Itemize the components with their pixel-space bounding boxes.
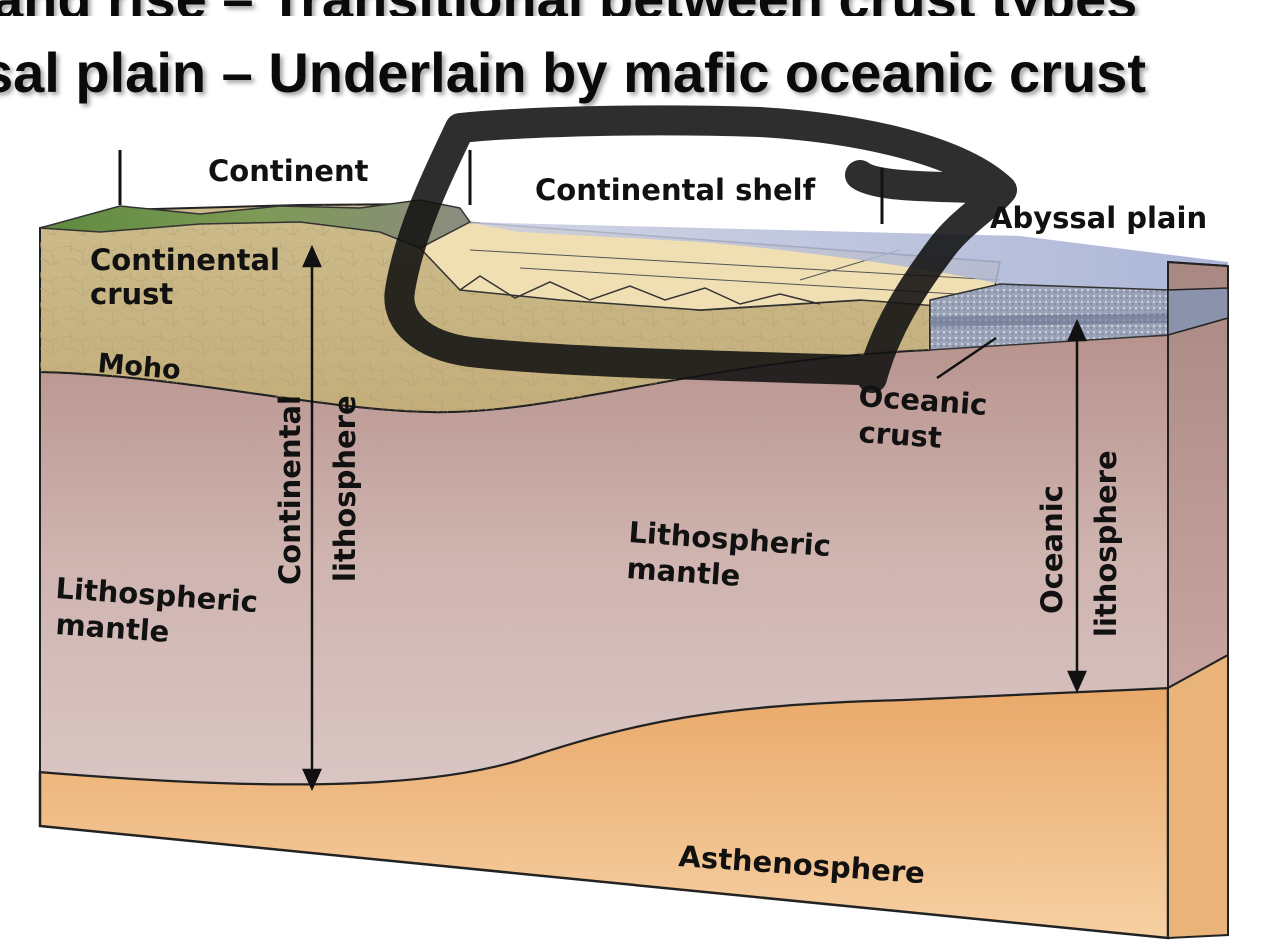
label-continental-shelf: Continental shelf (535, 173, 816, 207)
label-continental-crust-line2: crust (90, 277, 173, 311)
label-oceanic-crust-line2: crust (858, 415, 944, 455)
label-continental-lithosphere-line2: lithosphere (328, 395, 362, 582)
label-oceanic-lithosphere-line2: lithosphere (1089, 450, 1123, 637)
label-oceanic-lithosphere-line1: Oceanic (1035, 485, 1069, 614)
label-continental-crust-line1: Continental (90, 243, 280, 277)
label-continent: Continent (208, 154, 369, 188)
label-continental-lithosphere-line1: Continental (273, 395, 307, 585)
label-abyssal-plain: Abyssal plain (990, 201, 1207, 235)
